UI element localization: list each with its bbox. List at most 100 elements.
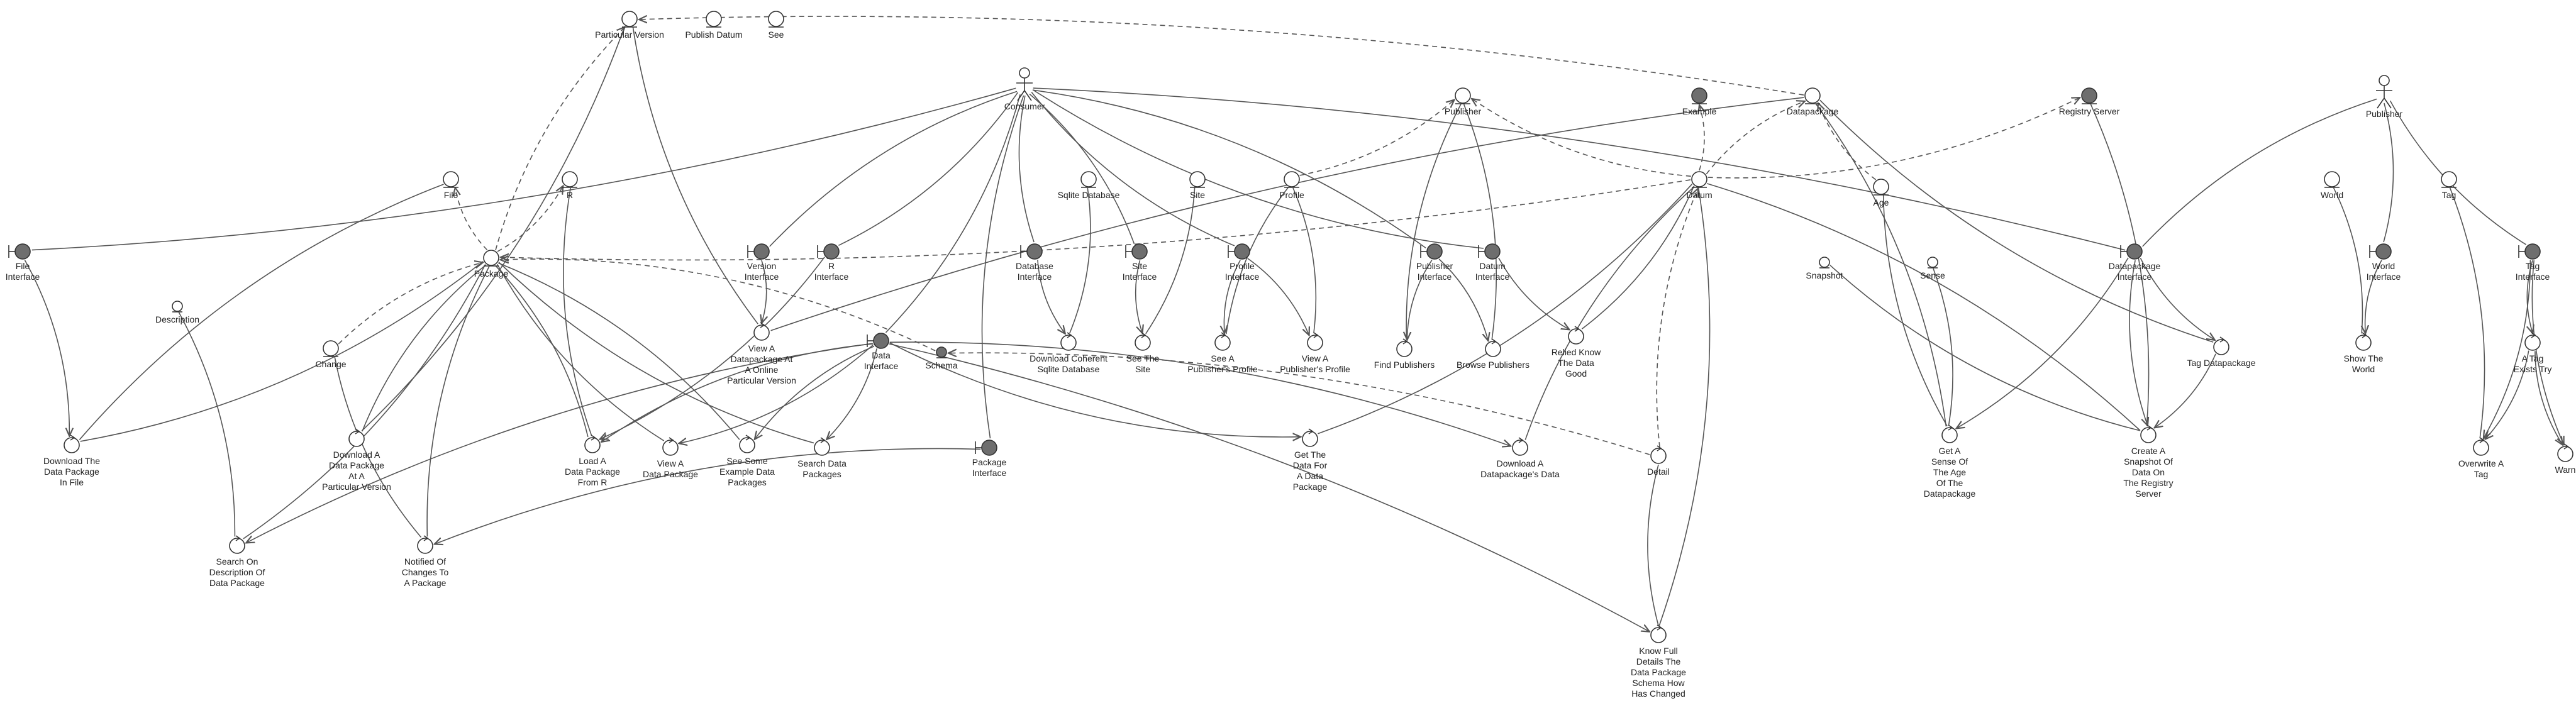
boundary-icon — [753, 243, 770, 260]
node-sense[interactable]: Sense — [1920, 257, 1945, 280]
node-datapackage[interactable]: Datapackage — [1787, 87, 1839, 116]
node-consumer[interactable]: Consumer — [1004, 67, 1045, 111]
control-arrow-icon — [235, 535, 241, 541]
node-browse_publishers[interactable]: Browse Publishers — [1457, 338, 1530, 370]
node-registry_server[interactable]: Registry Server — [2059, 87, 2120, 116]
node-tag_datapackage[interactable]: Tag Datapackage — [2187, 336, 2256, 368]
node-file[interactable]: File — [443, 171, 459, 200]
node-label-line: Particular Version — [322, 482, 391, 492]
edge-consumer-to-file_iface — [31, 87, 1016, 251]
node-datum[interactable]: Datum — [1686, 171, 1713, 200]
control-arrow-icon — [1308, 428, 1314, 434]
control-icon — [1214, 335, 1231, 351]
node-label: Datapackage — [1787, 106, 1839, 116]
node-snapshot[interactable]: Snapshot — [1806, 257, 1843, 280]
node-publisher_actor[interactable]: Publisher — [2366, 75, 2403, 119]
node-label-line: Sense Of — [1931, 456, 1968, 467]
node-see[interactable]: See — [768, 11, 784, 40]
boundary-icon — [2126, 243, 2143, 260]
control-arrow-icon — [70, 434, 75, 441]
edge-datum-to-registry_server — [1707, 97, 2080, 179]
entity-icon — [1691, 87, 1707, 104]
node-detail[interactable]: Detail — [1647, 445, 1670, 477]
node-particular_version[interactable]: Particular Version — [595, 11, 664, 40]
node-package[interactable]: Package — [474, 250, 509, 279]
edge-datum-to-publisher_e — [1472, 99, 1691, 177]
node-label: Tag — [2442, 190, 2457, 200]
node-label-line: Data Package — [44, 467, 99, 477]
node-label-line: Version — [747, 261, 777, 271]
edge-consumer-to-publisher_iface — [1032, 89, 1426, 249]
node-label: Browse Publishers — [1457, 360, 1530, 370]
edge-package-to-particular_version — [495, 27, 625, 251]
node-label-line: In File — [60, 477, 84, 487]
node-label-line: Interface — [1418, 272, 1452, 282]
node-find_publishers[interactable]: Find Publishers — [1374, 338, 1435, 370]
control-icon — [1302, 431, 1318, 447]
node-description[interactable]: Description — [155, 301, 199, 324]
node-world_e[interactable]: World — [2321, 171, 2343, 200]
node-change[interactable]: Change — [315, 340, 347, 369]
node-label-line: Data — [872, 350, 891, 360]
node-publish_datum[interactable]: Publish Datum — [685, 11, 743, 40]
node-sqlite_db[interactable]: Sqlite Database — [1058, 171, 1120, 200]
node-age[interactable]: Age — [1873, 179, 1889, 207]
node-label-line: Detail — [1647, 467, 1670, 477]
node-label-line: Sqlite Database — [1038, 364, 1100, 374]
node-label-line: Details The — [1636, 656, 1681, 667]
node-example[interactable]: Example — [1682, 87, 1717, 116]
node-publisher_e[interactable]: Publisher — [1445, 87, 1482, 116]
node-r_e[interactable]: R — [562, 171, 578, 200]
node-label-line: World — [2352, 364, 2375, 374]
node-profile_e[interactable]: Profile — [1279, 171, 1304, 200]
node-site_e[interactable]: Site — [1189, 171, 1206, 200]
control-arrow-icon — [2219, 336, 2225, 343]
node-label-line: Get A — [1938, 446, 1961, 456]
control-icon — [1941, 427, 1958, 443]
node-schema[interactable]: Schema — [925, 346, 958, 370]
control-arrow-icon — [1574, 326, 1580, 332]
edge-snapshot-to-create_snapshot — [1829, 265, 2140, 431]
node-warn[interactable]: Warn — [2555, 443, 2576, 475]
node-tag_e[interactable]: Tag — [2441, 171, 2457, 200]
